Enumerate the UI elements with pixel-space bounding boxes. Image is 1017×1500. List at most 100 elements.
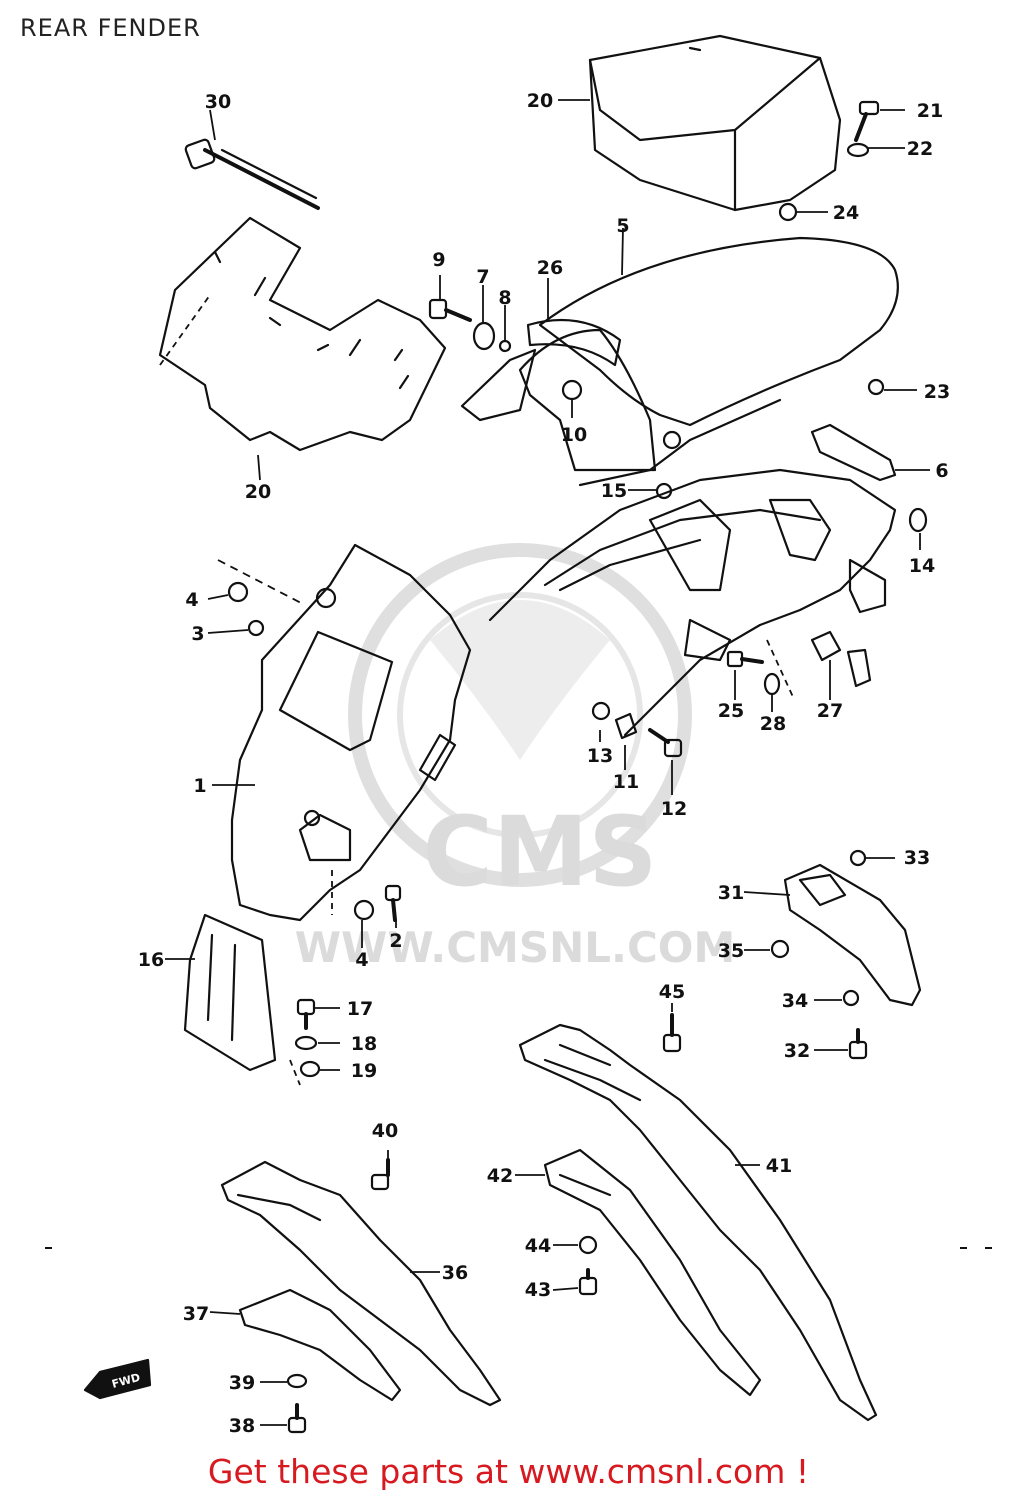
part-34-collar <box>842 989 860 1007</box>
callout-11: 11 <box>613 771 639 793</box>
part-20-seat-cover <box>588 34 842 212</box>
callout-41: 41 <box>766 1155 792 1177</box>
callout-37: 37 <box>183 1303 209 1325</box>
part-33-screw <box>849 849 867 867</box>
part-28-trim <box>526 318 622 367</box>
part-10-nut <box>561 379 583 401</box>
part-1-inner-fender <box>230 543 472 922</box>
callout-35: 35 <box>718 940 744 962</box>
callout-43: 43 <box>525 1279 551 1301</box>
callout-4-lower: 4 <box>355 949 368 971</box>
callout-13: 13 <box>587 745 613 767</box>
part-24-grommet <box>778 202 798 222</box>
callout-3: 3 <box>191 623 204 645</box>
callout-24: 24 <box>833 202 859 224</box>
exploded-parts-diagram: CMS WWW.CMSNL.COM <box>45 34 992 1437</box>
part-2-screw <box>384 884 402 922</box>
part-23-screw <box>867 378 885 396</box>
part-31-bracket <box>783 863 922 1007</box>
callout-36: 36 <box>442 1262 468 1284</box>
part-5-rear-fender <box>460 236 899 487</box>
part-35-nut <box>770 939 790 959</box>
part-4-nut-upper <box>227 581 249 603</box>
callout-25: 27 <box>817 700 843 722</box>
part-9-bolt <box>428 298 472 322</box>
callout-1: 1 <box>193 775 206 797</box>
callout-28: 26 <box>537 257 563 279</box>
callout-5: 5 <box>616 215 629 237</box>
watermark-url: WWW.CMSNL.COM <box>295 923 736 972</box>
part-3-screw <box>247 619 265 637</box>
callout-19: 19 <box>351 1060 377 1082</box>
callout-9: 9 <box>432 249 445 271</box>
part-32-bolt <box>848 1028 868 1060</box>
part-18-washer <box>294 1035 318 1051</box>
callout-14: 14 <box>909 555 935 577</box>
callout-10: 10 <box>561 424 587 446</box>
callout-16: 16 <box>138 949 164 971</box>
watermark-logo: CMS WWW.CMSNL.COM <box>295 543 736 972</box>
part-19-nut <box>299 1060 321 1078</box>
callout-34: 34 <box>782 990 808 1012</box>
part-42-bracket <box>543 1148 762 1397</box>
callout-2: 2 <box>389 930 402 952</box>
callout-31: 31 <box>718 882 744 904</box>
part-7-grommet <box>472 321 496 351</box>
part-43-bolt <box>578 1268 598 1296</box>
callout-20-top: 20 <box>527 90 553 112</box>
part-15-grommet <box>655 482 673 500</box>
callout-20-left: 20 <box>245 481 271 503</box>
callout-4-upper: 4 <box>185 589 198 611</box>
callout-27: 28 <box>760 713 786 735</box>
part-14-grommet <box>908 507 928 533</box>
part-39-washer <box>286 1373 308 1389</box>
leader-lines <box>159 99 930 1426</box>
part-27-grommet <box>763 672 781 696</box>
part-44-nut <box>578 1235 598 1255</box>
part-22-washer <box>846 142 870 158</box>
part-4-nut-lower <box>353 899 375 921</box>
part-37-bracket <box>238 1288 402 1402</box>
callout-23: 23 <box>924 381 950 403</box>
footer-cta[interactable]: Get these parts at www.cmsnl.com ! <box>207 1452 810 1491</box>
part-11-clamp <box>614 712 638 740</box>
callout-38: 38 <box>229 1415 255 1437</box>
callout-21: 21 <box>917 100 943 122</box>
callout-42: 42 <box>487 1165 513 1187</box>
callout-22: 22 <box>907 138 933 160</box>
page-title: REAR FENDER <box>20 14 201 42</box>
part-8-collar <box>498 339 512 353</box>
part-17-bolt <box>296 998 316 1030</box>
part-6-bracket <box>810 423 897 482</box>
callout-33: 33 <box>904 847 930 869</box>
part-30-bolt <box>184 138 320 210</box>
part-45-bolt <box>662 1013 682 1053</box>
part-20-undertray <box>158 216 447 452</box>
rear-frame <box>488 468 897 737</box>
part-21-screw <box>854 100 880 142</box>
callout-labels: 30 20 21 22 24 5 9 26 7 8 23 10 6 20 15 … <box>138 90 950 1437</box>
callout-40: 40 <box>372 1120 398 1142</box>
part-26-bolt <box>726 650 764 668</box>
part-36-side-cover <box>220 1160 502 1407</box>
callout-17: 17 <box>347 998 373 1020</box>
callout-12: 12 <box>661 798 687 820</box>
callout-45: 45 <box>659 981 685 1003</box>
callout-30: 30 <box>205 91 231 113</box>
watermark-brand: CMS <box>422 796 657 908</box>
part-16-mudflap <box>183 913 277 1072</box>
callout-7: 7 <box>476 266 489 288</box>
part-25-clip <box>810 630 872 688</box>
callout-39: 39 <box>229 1372 255 1394</box>
part-41-side-cover <box>518 1023 878 1422</box>
part-40-bolt <box>370 1158 390 1191</box>
callout-32: 32 <box>784 1040 810 1062</box>
forward-direction-arrow-icon <box>83 1358 152 1400</box>
callout-15: 15 <box>601 480 627 502</box>
part-38-bolt <box>287 1403 307 1434</box>
callout-8: 8 <box>498 287 511 309</box>
callout-26: 25 <box>718 700 744 722</box>
callout-6: 6 <box>935 460 948 482</box>
part-12-bolt <box>648 728 683 758</box>
